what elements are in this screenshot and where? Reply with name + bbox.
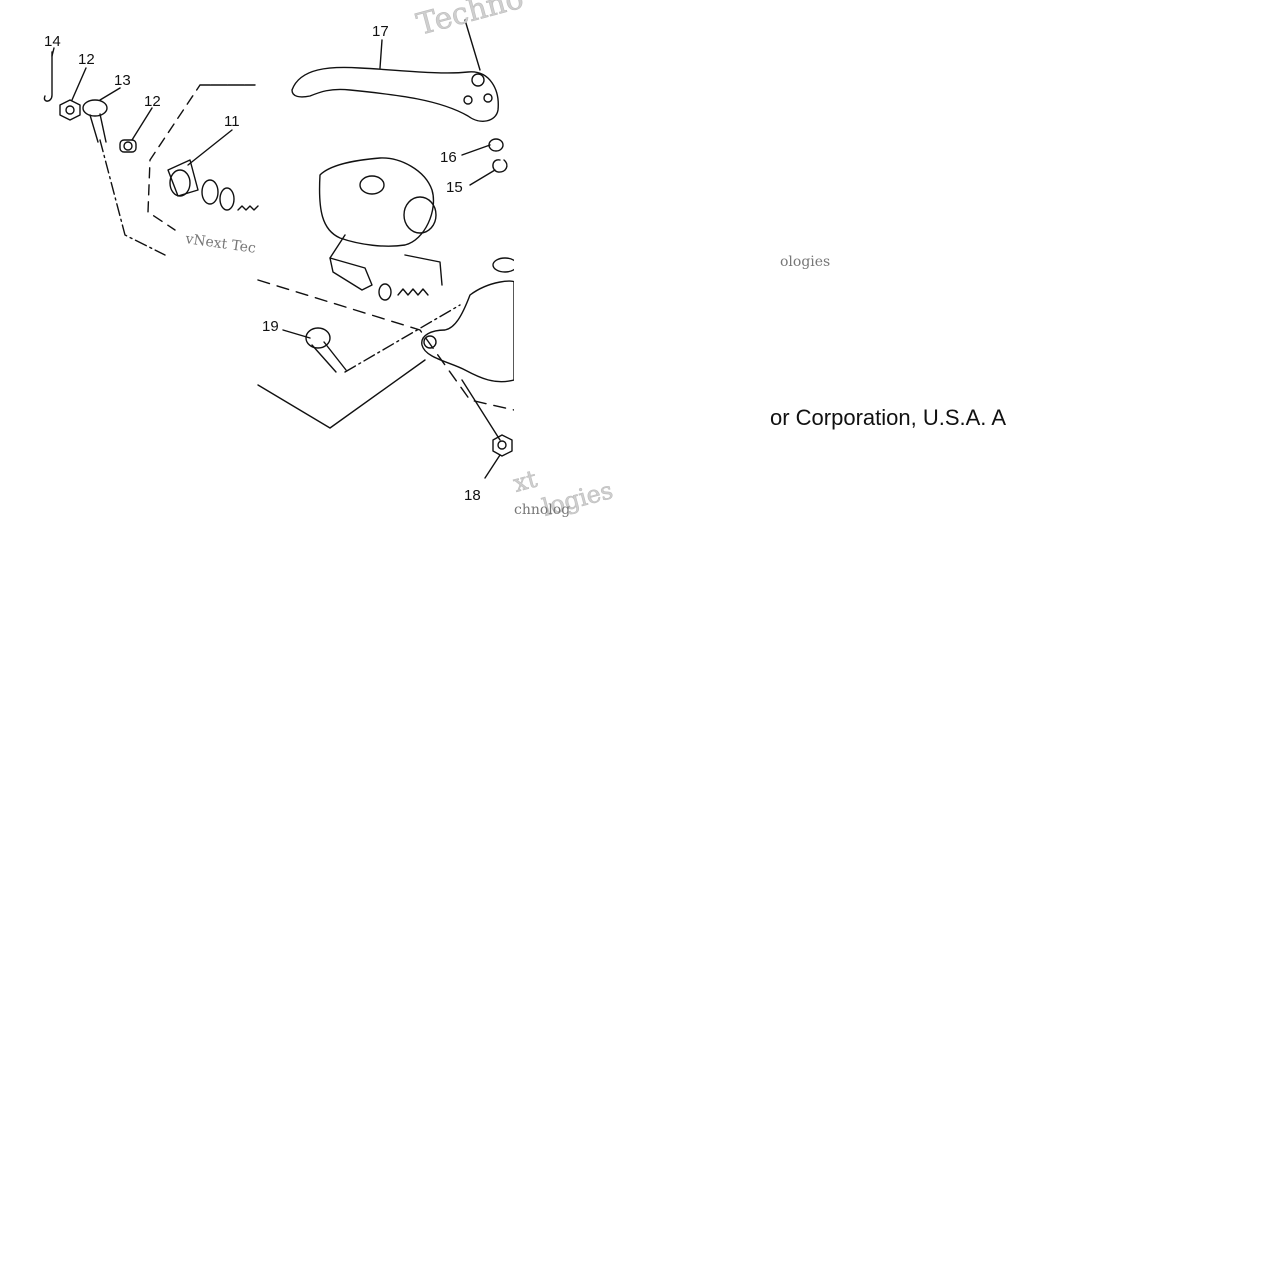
- leader-16: [461, 144, 491, 156]
- callout-16: 16: [440, 149, 457, 166]
- dash-dot-centerline-3: [344, 304, 461, 373]
- leader-17: [379, 39, 383, 69]
- leader-14: [51, 47, 55, 57]
- callout-19: 19: [262, 318, 279, 335]
- callout-12: 12: [78, 51, 95, 68]
- callout-11: 11: [224, 113, 240, 130]
- callout-17: 17: [372, 23, 389, 40]
- piston-assembly: [329, 257, 429, 301]
- dashed-lower-outline: [257, 279, 514, 411]
- leader-11: [187, 129, 233, 166]
- callout-14: 14: [44, 33, 61, 50]
- seal-ring-1: [201, 179, 219, 205]
- leader-12a: [71, 67, 87, 101]
- brake-lever-part-17: [291, 66, 499, 122]
- holder-hole: [359, 175, 385, 195]
- copyright-notice: or Corporation, U.S.A. A: [770, 405, 1006, 430]
- washer-part-16: [488, 138, 504, 152]
- bolt-part-19: [305, 327, 347, 373]
- collar-part-12-right: [119, 139, 137, 153]
- circlip-part-15: [492, 159, 508, 173]
- leader-12b: [131, 107, 153, 141]
- leader-lever-link: [464, 19, 481, 71]
- mount-hole: [423, 335, 437, 349]
- dash-dot-centerline-2: [257, 359, 426, 429]
- seal-ring-2: [219, 187, 235, 211]
- master-cylinder-body: [421, 280, 514, 383]
- callout-15: 15: [446, 179, 463, 196]
- pivot-bolt-part-13: [82, 99, 108, 143]
- nut-part-18: [492, 434, 513, 457]
- bracket-lines: [329, 234, 443, 286]
- holder-port: [403, 196, 437, 234]
- leader-19: [282, 329, 311, 339]
- lever-pivot-hole: [471, 73, 485, 87]
- spring-small: [237, 205, 259, 211]
- nut-part-12-left: [59, 99, 81, 121]
- watermark-text: ologies: [780, 254, 830, 270]
- watermark-text: xt: [510, 465, 540, 498]
- dust-boot-part-11: [167, 159, 199, 197]
- dash-dot-centerline: [99, 139, 166, 256]
- leader-13: [99, 87, 121, 101]
- cotter-pin-part-14: [43, 51, 53, 102]
- callout-18: 18: [464, 487, 481, 504]
- holder-cover: [318, 157, 435, 247]
- watermark-text: chnolog: [514, 502, 570, 518]
- leader-body-link: [461, 379, 501, 441]
- callout-13: 13: [114, 72, 131, 89]
- reservoir-cap: [492, 257, 514, 273]
- watermark-text: vNext Tec: [183, 231, 256, 257]
- callout-12: 12: [144, 93, 161, 110]
- lever-hole-2: [483, 93, 493, 103]
- leader-18: [484, 454, 501, 479]
- dashed-assembly-outline: [147, 84, 256, 231]
- lever-hole-3: [463, 95, 473, 105]
- leader-15: [469, 169, 496, 186]
